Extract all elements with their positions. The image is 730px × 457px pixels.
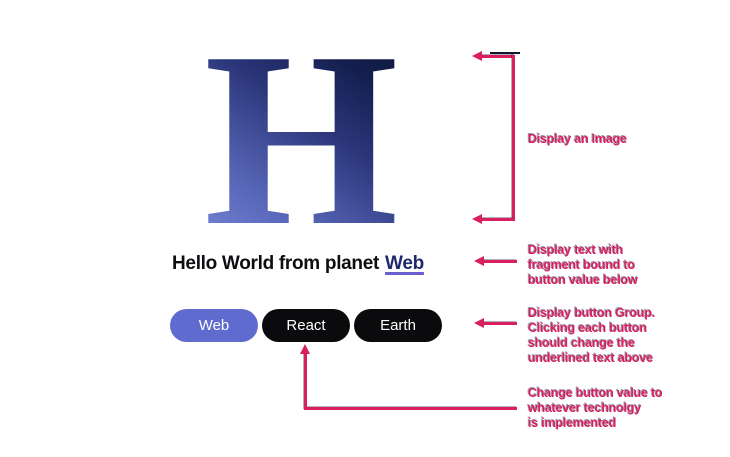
annotation-display-text: Display text with fragment bound to butt… — [528, 243, 638, 288]
earth-button[interactable]: Earth — [354, 309, 442, 342]
headline-planet-link[interactable]: Web — [385, 253, 424, 274]
bracket-bottom-arrow-icon — [472, 214, 482, 224]
bracket-top-arrow-icon — [472, 51, 482, 61]
text-note-arrow-line — [484, 260, 517, 263]
hero-letter-logo: H — [204, 1, 399, 278]
button-group-note-arrow-icon — [474, 318, 484, 328]
annotation-line: Clicking each button — [528, 321, 647, 335]
annotation-line: should change the — [528, 336, 636, 350]
annotation-line: whatever technolgy — [528, 401, 642, 415]
annotation-button-group: Display button Group. Clicking each butt… — [528, 306, 655, 366]
bracket-vertical-line — [512, 55, 515, 221]
change-note-horizontal-line — [306, 407, 517, 410]
annotation-change-value: Change button value to whatever technolg… — [528, 386, 663, 431]
annotation-line: Change button value to — [528, 386, 663, 400]
planet-button-group: Web React Earth — [170, 309, 442, 342]
bracket-shadow-line — [490, 52, 520, 54]
change-note-vertical-line — [304, 353, 307, 410]
headline-text: Hello World from planet — [172, 253, 380, 274]
react-button[interactable]: React — [262, 309, 350, 342]
annotation-line: underlined text above — [528, 351, 653, 365]
annotation-line: Display an Image — [528, 132, 627, 146]
annotation-line: is implemented — [528, 416, 617, 430]
annotation-display-image: Display an Image — [528, 132, 627, 147]
text-note-arrow-icon — [474, 256, 484, 266]
bracket-top-line — [482, 55, 515, 58]
bracket-bottom-line — [482, 218, 515, 221]
change-note-arrow-icon — [300, 344, 310, 354]
annotation-line: fragment bound to — [528, 258, 636, 272]
annotation-line: Display text with — [528, 243, 624, 257]
annotation-line: button value below — [528, 273, 638, 287]
annotation-line: Display button Group. — [528, 306, 656, 320]
button-group-note-arrow-line — [484, 322, 517, 325]
web-button[interactable]: Web — [170, 309, 258, 342]
